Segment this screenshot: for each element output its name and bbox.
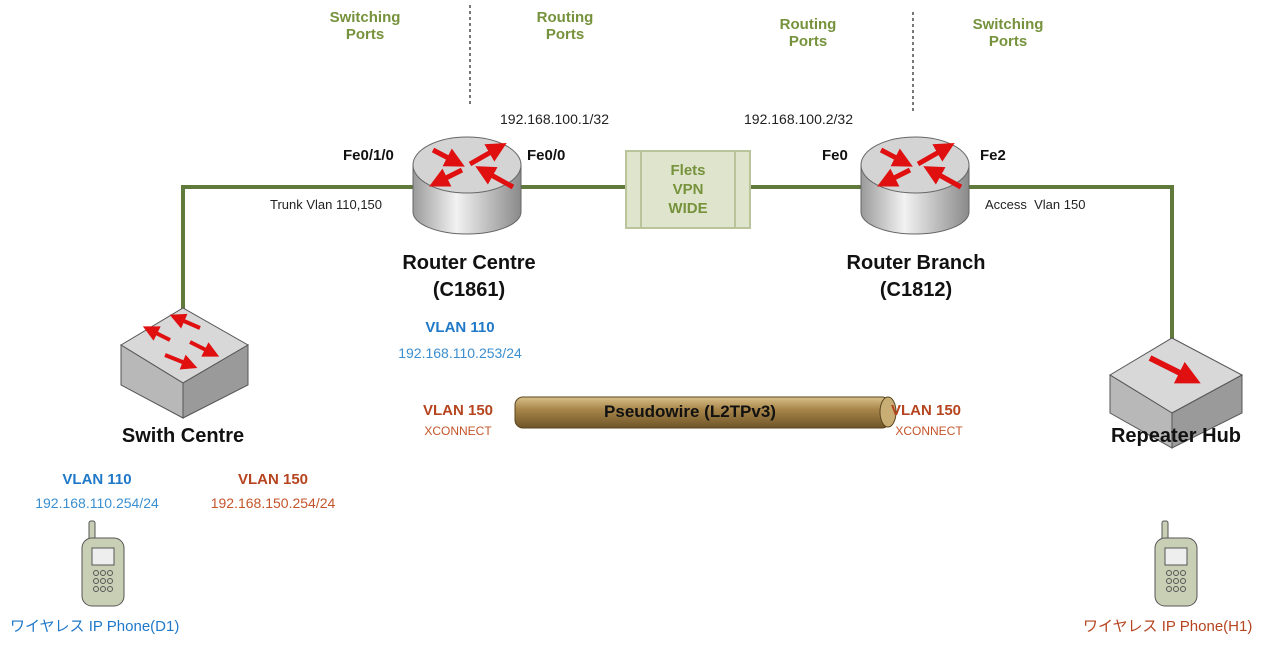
switch-icon: [120, 307, 250, 419]
phone-right-icon: [1154, 520, 1198, 607]
flets-line: VPN: [672, 181, 704, 198]
vlan-ip: 192.168.110.253/24: [398, 345, 522, 361]
port-label: Fe0: [822, 147, 848, 164]
router-centre-icon: [412, 136, 522, 235]
xc-vlan-right: VLAN 150: [890, 402, 962, 419]
pseudowire-tube: [514, 396, 897, 429]
vlan-ip: 192.168.150.254/24: [210, 495, 336, 511]
router-branch-name: Router Branch: [846, 252, 986, 274]
flets-line: Flets: [670, 162, 706, 179]
vlan-label: VLAN 110: [62, 471, 132, 488]
zone-label: Routing Ports: [536, 9, 594, 44]
vlan-label: VLAN 110: [425, 319, 495, 336]
flets-line: WIDE: [668, 200, 708, 217]
links: [181, 185, 1174, 340]
router-branch-model: (C1812): [879, 279, 953, 301]
switch-name: Swith Centre: [121, 425, 245, 447]
trunk-label: Trunk Vlan 110,150: [270, 197, 383, 212]
vlan-ip: 192.168.110.254/24: [35, 495, 159, 511]
vlan-label: VLAN 150: [237, 471, 309, 488]
repeater-hub-icon: [1109, 337, 1244, 449]
flets-vpn-box: [625, 150, 751, 229]
zone-label: Switching Ports: [329, 9, 401, 44]
zone-label: Switching Ports: [972, 16, 1044, 51]
xc-left: XCONNECT: [424, 424, 492, 438]
xc-vlan-left: VLAN 150: [422, 402, 494, 419]
wan-ip-branch: 192.168.100.2/32: [744, 111, 853, 127]
router-branch-icon: [860, 136, 970, 235]
phone-right-label: ワイヤレス IP Phone(H1): [1083, 618, 1253, 635]
phone-left-label: ワイヤレス IP Phone(D1): [10, 618, 180, 635]
router-centre-name: Router Centre: [402, 252, 536, 274]
phone-left-icon: [81, 520, 125, 607]
port-label: Fe0/0: [527, 147, 566, 164]
access-label: Access Vlan 150: [985, 197, 1086, 212]
port-label: Fe0/1/0: [343, 147, 394, 164]
xc-right: XCONNECT: [895, 424, 963, 438]
router-centre-model: (C1861): [432, 279, 506, 301]
hub-name: Repeater Hub: [1110, 425, 1242, 447]
pseudowire-label: Pseudowire (L2TPv3): [604, 402, 776, 421]
zone-label: Routing Ports: [779, 16, 837, 51]
wan-ip-centre: 192.168.100.1/32: [500, 111, 609, 127]
flets-label: Flets VPN WIDE: [668, 161, 707, 218]
port-label: Fe2: [980, 147, 1006, 164]
